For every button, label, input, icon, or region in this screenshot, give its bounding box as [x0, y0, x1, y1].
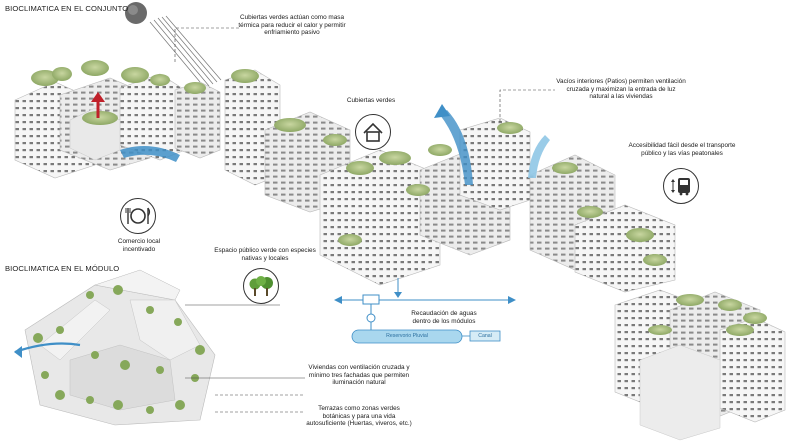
- building-cluster-center: [224, 69, 676, 293]
- bus-icon: [663, 168, 699, 204]
- label-accesibilidad: Accesibilidad fácil desde el transporte …: [628, 142, 736, 157]
- dining-icon: [120, 198, 156, 234]
- wind-flow-center-left: [440, 110, 473, 185]
- module-vegetation: [33, 285, 205, 414]
- house-icon: [355, 114, 391, 150]
- module-detail: [24, 269, 216, 426]
- hot-air-arrow: [91, 92, 105, 118]
- heading-modulo: BIOCLIMATICA EN EL MÓDULO: [5, 264, 120, 273]
- label-recaudacion: Recaudación de aguas dentro de los módul…: [411, 310, 477, 325]
- wind-flow-center-right: [528, 135, 550, 178]
- label-viviendas-ventilacion: Viviendas con ventilación cruzada y míni…: [308, 364, 410, 387]
- canal-label: Canal: [478, 333, 492, 339]
- wind-flow-left: [120, 146, 180, 162]
- water-tank-label: Reservorio Pluvial: [386, 333, 428, 339]
- sun-rays: [149, 15, 222, 89]
- leader-lines: [174, 27, 555, 413]
- label-comercio-local: Comercio local incentivado: [117, 238, 161, 253]
- building-cluster-right: [614, 289, 786, 441]
- label-espacio-publico: Espacio público verde con especies nativ…: [214, 247, 316, 262]
- sun-icon: [125, 2, 147, 24]
- green-roofs-left: [31, 60, 206, 125]
- water-system: [334, 278, 516, 330]
- label-terrazas: Terrazas como zonas verdes botánicas y p…: [306, 405, 412, 428]
- green-roofs-center: [231, 69, 667, 266]
- water-tank: [351, 329, 463, 344]
- heading-conjunto: BIOCLIMATICA EN EL CONJUNTO: [5, 4, 129, 13]
- wind-flow-module-head: [14, 346, 22, 358]
- label-vacios-interiores: Vacíos interiores (Patios) permiten vent…: [556, 78, 686, 101]
- green-roofs-right: [648, 294, 767, 336]
- wind-flow-center-left-head: [434, 104, 450, 118]
- trees-icon: [243, 268, 279, 304]
- label-cubiertas-verdes-masa: Cubiertas verdes actúan como masa térmic…: [238, 14, 346, 37]
- label-cubiertas-verdes: Cubiertas verdes: [346, 97, 396, 104]
